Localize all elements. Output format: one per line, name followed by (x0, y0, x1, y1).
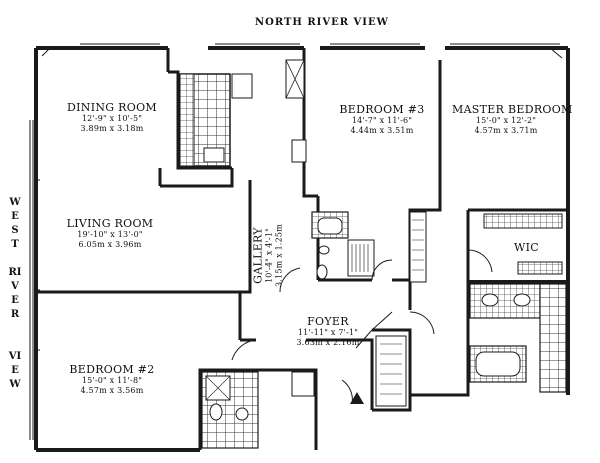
dining-room-imperial: 12'-9" x 10'-5" (81, 114, 143, 123)
gallery-metric: 3.15m x 1.25m (274, 224, 284, 287)
wic-shelves (483, 213, 563, 229)
living-room-imperial: 19'-10" x 13'-0" (77, 230, 143, 239)
foyer-closet (375, 335, 407, 407)
living-bed2-wall (36, 290, 242, 340)
wic-wall (466, 208, 568, 282)
outer-wall-right-lower (468, 280, 570, 395)
master-sink-1 (481, 293, 499, 307)
bath1-sink (318, 245, 330, 255)
bedroom2-metric: 4.57m x 3.56m (80, 386, 144, 395)
bedroom2-name: BEDROOM #2 (69, 363, 155, 376)
living-room-label: LIVING ROOM 19'-10" x 13'-0" 6.05m x 3.9… (62, 218, 158, 249)
foyer-name: FOYER (307, 315, 349, 328)
bedroom3-closet (347, 239, 375, 277)
washer-dryer (291, 371, 315, 397)
foyer-imperial: 11'-11" x 7'-1" (297, 328, 359, 337)
kitchen-range (291, 139, 307, 163)
north-view-label: NORTH RIVER VIEW (255, 17, 389, 28)
dining-room-name: DINING ROOM (67, 101, 157, 114)
living-room-name: LIVING ROOM (66, 217, 154, 230)
master-bedroom-imperial: 15'-0" x 12'-2" (475, 116, 537, 125)
bath1-toilet (316, 264, 328, 280)
kitchen-appliance (231, 73, 253, 99)
west-view-label-2: RIVER (8, 267, 22, 320)
bedroom2-label: BEDROOM #2 15'-0" x 11'-8" 4.57m x 3.56m (64, 364, 160, 395)
interior-walls (36, 48, 568, 450)
master-sink-2 (513, 293, 531, 307)
gallery-label: GALLERY 10'-4" x 4'-1" 3.15m x 1.25m (251, 208, 284, 304)
bedroom3-metric: 4.44m x 3.51m (350, 126, 414, 135)
master-bedroom-label: MASTER BEDROOM 15'-0" x 12'-2" 4.57m x 3… (452, 103, 573, 135)
wic-label: WIC (514, 241, 539, 254)
foyer-metric: 3.63m x 2.16m (296, 338, 360, 347)
master-closet (409, 211, 427, 283)
foyer-label: FOYER 11'-11" x 7'-1" 3.63m x 2.16m (282, 316, 374, 347)
closet-wall (372, 328, 412, 412)
bedroom2-imperial: 15'-0" x 11'-8" (81, 376, 143, 385)
bedroom3-wall-left (302, 48, 320, 280)
bedroom3-imperial: 14'-7" x 11'-6" (351, 116, 413, 125)
west-view-label-3: VIEW (8, 351, 22, 390)
bath2-toilet (209, 403, 223, 421)
gallery-imperial: 10'-4" x 4'-1" (264, 228, 274, 284)
outer-walls (34, 46, 570, 452)
foyer-bottom (198, 368, 318, 450)
master-bedroom-metric: 4.57m x 3.71m (474, 126, 538, 135)
windows (29, 43, 563, 440)
master-bath-wall (408, 282, 470, 397)
master-shower (539, 283, 567, 393)
living-room-metric: 6.05m x 3.96m (78, 240, 142, 249)
kitchen-wall (158, 48, 234, 188)
gallery-name: GALLERY (251, 227, 265, 284)
door-swings (231, 249, 493, 405)
entry-marker (350, 392, 364, 404)
bedroom3-name: BEDROOM #3 (339, 103, 425, 116)
kitchen-counter (179, 73, 195, 167)
kitchen-sink (203, 147, 225, 163)
dining-room-metric: 3.89m x 3.18m (80, 124, 144, 133)
wic-shelves-lower (517, 261, 563, 275)
bath2-sink (235, 407, 249, 421)
bedroom3-label: BEDROOM #3 14'-7" x 11'-6" 4.44m x 3.51m (334, 104, 430, 135)
dining-room-label: DINING ROOM 12'-9" x 10'-5" 3.89m x 3.18… (64, 102, 160, 133)
gallery-wall-left (215, 180, 252, 294)
west-view-label-1: WEST (9, 197, 21, 250)
master-bedroom-name: MASTER BEDROOM (452, 103, 573, 116)
